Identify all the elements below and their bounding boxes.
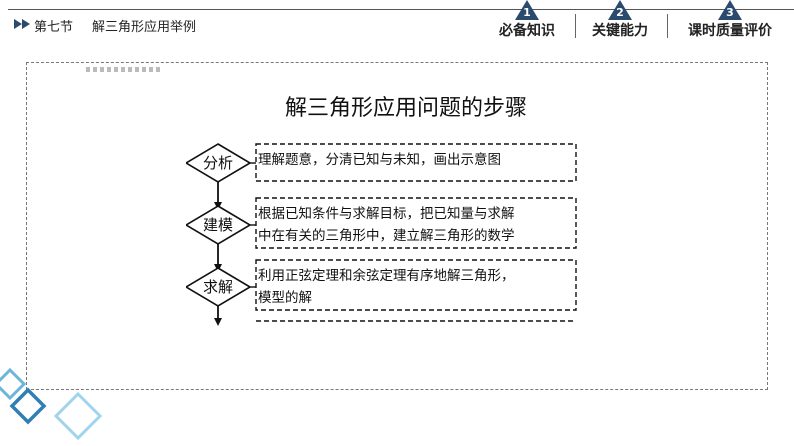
step-label-model: 建模: [203, 216, 233, 234]
tab-label: 课时质量评价: [688, 23, 772, 39]
step-label-solve: 求解: [203, 278, 233, 296]
figure-title: 解三角形应用问题的步骤: [285, 96, 528, 121]
tab-number: 2: [616, 6, 624, 19]
tab-label: 必备知识: [499, 23, 555, 39]
desc-line: 根据已知条件与求解目标，把已知量与求解: [258, 206, 515, 222]
desc-line: 模型的解: [258, 290, 312, 306]
tab-divider: [575, 14, 576, 38]
section-arrow-icon: [14, 19, 30, 29]
step-desc-solve: 利用正弦定理和余弦定理有序地解三角形， 模型的解: [258, 265, 578, 309]
faded-heading-stub: [86, 67, 162, 72]
tab-triangle-icon: [515, 0, 539, 20]
step-label-analyze: 分析: [203, 154, 233, 172]
tab-triangle-icon: [718, 0, 742, 20]
top-rule: [8, 9, 794, 10]
step-desc-model: 根据已知条件与求解目标，把已知量与求解 中在有关的三角形中，建立解三角形的数学: [258, 203, 578, 247]
top-bar: 第七节 解三角形应用举例 1 必备知识 2 关键能力 3 课时质量评价: [0, 0, 794, 44]
step-diamond-analyze: [186, 143, 252, 183]
tab-label: 关键能力: [592, 23, 648, 39]
step-desc-analyze: 理解题意，分清已知与未知，画出示意图: [258, 149, 578, 171]
content-frame: [26, 62, 768, 390]
step-box-model: [255, 197, 577, 249]
tab-number: 3: [726, 6, 734, 19]
tab-triangle-icon: [608, 0, 632, 20]
section-label: 第七节: [34, 20, 74, 35]
step-diamond-model: [186, 205, 252, 245]
desc-line: 中在有关的三角形中，建立解三角形的数学: [258, 228, 515, 244]
tab-divider: [667, 14, 668, 38]
tab-number: 1: [523, 6, 531, 19]
flowchart: 分析 建模 求解: [186, 143, 577, 326]
tab-lesson-evaluation[interactable]: 3 课时质量评价: [674, 0, 786, 44]
tab-essential-knowledge[interactable]: 1 必备知识: [486, 0, 568, 44]
step-box-analyze: [255, 143, 577, 182]
section-title: 解三角形应用举例: [92, 20, 197, 35]
desc-line: 理解题意，分清已知与未知，画出示意图: [258, 152, 501, 168]
step-box-solve: [255, 259, 577, 311]
step-diamond-solve: [186, 267, 252, 307]
desc-line: 利用正弦定理和余弦定理有序地解三角形，: [258, 268, 515, 284]
decorative-diamonds: [0, 367, 103, 441]
tab-key-ability[interactable]: 2 关键能力: [580, 0, 660, 44]
